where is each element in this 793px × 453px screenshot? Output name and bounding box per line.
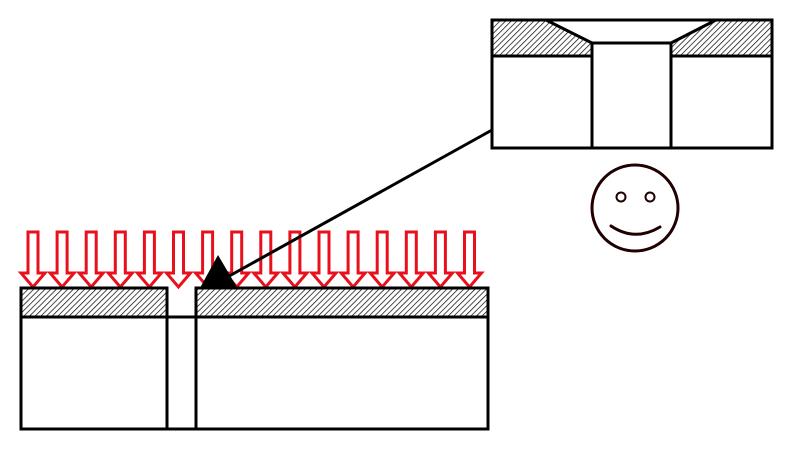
down-arrow-icon <box>17 230 49 290</box>
down-arrow-icon <box>454 230 485 290</box>
down-arrow-icon <box>366 230 398 290</box>
smiley-head <box>590 163 680 253</box>
pointer-arrowhead <box>200 255 238 289</box>
detail-chamfer-right <box>670 18 717 45</box>
down-arrow-icon <box>396 230 427 290</box>
down-arrow-icon <box>308 230 340 290</box>
pointer-arrow <box>200 128 493 289</box>
smiley-mouth <box>609 224 662 236</box>
down-arrow-icon <box>105 230 136 290</box>
smiley-face-icon <box>590 163 680 253</box>
detail-chamfer-left <box>545 18 593 45</box>
down-arrow-icon <box>425 230 456 290</box>
down-arrow-icon <box>163 230 194 290</box>
detail-view <box>490 18 774 150</box>
down-arrow-icon <box>279 230 311 290</box>
main-plate-body <box>19 315 490 431</box>
detail-coating-right <box>671 20 772 56</box>
pointer-line <box>221 128 493 282</box>
detail-coating-left <box>492 20 592 56</box>
detail-frame <box>490 18 774 150</box>
down-arrow-icon <box>134 230 165 290</box>
main-plate-coating-right <box>194 286 490 319</box>
smiley-left-eye <box>615 191 627 203</box>
down-arrow-icon <box>75 230 107 290</box>
down-arrow-icon <box>46 230 78 290</box>
down-arrow-icon <box>221 230 252 290</box>
down-arrow-icon <box>337 230 369 290</box>
down-arrow-icon <box>250 230 282 290</box>
load-arrows <box>17 230 485 290</box>
smiley-right-eye <box>644 191 656 203</box>
main-plate-coating-left <box>19 286 169 319</box>
main-plate <box>19 286 490 431</box>
